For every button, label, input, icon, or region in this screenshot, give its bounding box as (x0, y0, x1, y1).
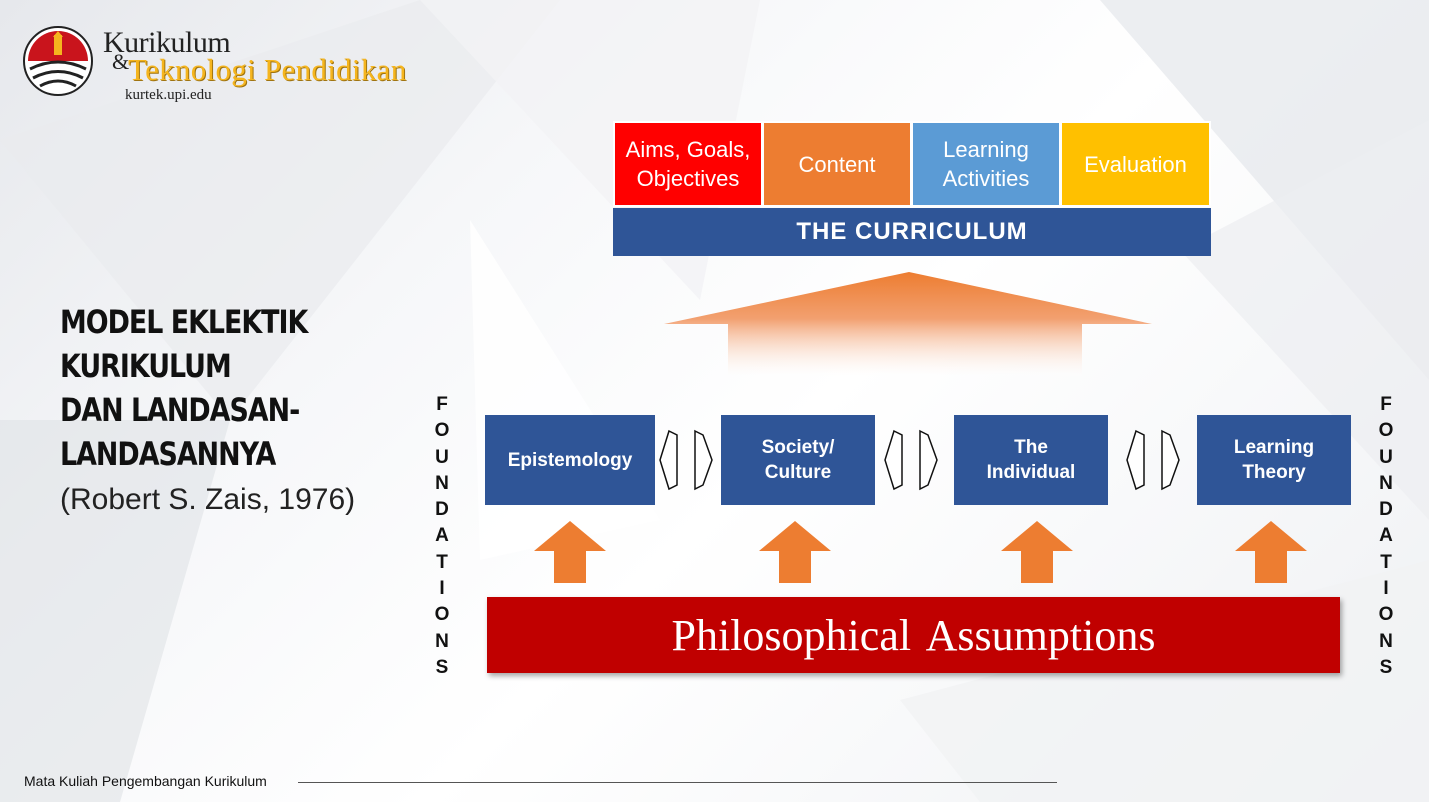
letter: F (1380, 394, 1392, 415)
logo-url: kurtek.upi.edu (125, 87, 212, 103)
up-arrow-icon (1001, 521, 1073, 583)
letter: D (1379, 499, 1393, 521)
letter: D (435, 499, 449, 521)
box-label-line1: Aims, Goals, (625, 137, 751, 162)
curriculum-box-content: Content (762, 121, 912, 207)
logo-line2: Teknologi Pendidikan (128, 52, 407, 87)
box-label-line1: The (1014, 437, 1048, 458)
title-line: MODEL EKLEKTIK (60, 303, 308, 341)
letter: A (1379, 525, 1393, 547)
letter: I (1383, 578, 1389, 600)
curriculum-box-aims: Aims, Goals, Objectives (613, 121, 763, 207)
box-label-line2: Theory (1242, 462, 1306, 483)
footer-text: Mata Kuliah Pengembangan Kurikulum (24, 773, 267, 789)
title-line: KURIKULUM (60, 347, 232, 385)
foundation-box-epistemology: Epistemology (485, 415, 655, 505)
letter: U (435, 446, 449, 468)
letter: A (435, 525, 449, 547)
box-label-line2: Activities (942, 166, 1030, 191)
letter: N (435, 630, 449, 652)
letter: N (1379, 472, 1393, 494)
letter: O (434, 604, 450, 626)
box-label-line2: Objectives (636, 166, 740, 191)
double-arrow-icon (1126, 429, 1180, 491)
footer-divider (298, 782, 1057, 783)
box-label-line1: Learning (1233, 437, 1315, 458)
letter: N (1379, 630, 1393, 652)
big-up-arrow-icon (664, 272, 1152, 376)
box-label-line1: Evaluation (1084, 151, 1187, 177)
letter: T (1380, 551, 1392, 573)
letter: T (436, 551, 448, 573)
letter: S (435, 656, 449, 678)
box-label-line1: Content (798, 151, 876, 177)
letter: O (434, 420, 450, 442)
letter: I (439, 578, 445, 600)
double-arrow-icon (659, 429, 713, 491)
title-line: DAN LANDASAN- (60, 391, 300, 429)
foundation-box-society-culture: Society/Culture (721, 415, 875, 505)
box-label-line1: Epistemology (507, 449, 633, 471)
letter: U (1379, 446, 1393, 468)
curriculum-bar: THE CURRICULUM (613, 208, 1211, 256)
up-arrow-icon (534, 521, 606, 583)
curriculum-box-evaluation: Evaluation (1060, 121, 1211, 207)
letter: F (436, 394, 448, 415)
letter: O (1378, 420, 1394, 442)
university-seal-icon (23, 26, 93, 96)
citation: (Robert S. Zais, 1976) (60, 483, 356, 516)
double-arrow-icon (884, 429, 938, 491)
slide-title: MODEL EKLEKTIK KURIKULUM DAN LANDASAN- L… (60, 300, 308, 476)
box-label-line1: Learning (943, 137, 1029, 162)
letter: O (1378, 604, 1394, 626)
letter: S (1379, 656, 1393, 678)
up-arrow-icon (1235, 521, 1307, 583)
philosophical-assumptions-bar: Philosophical Assumptions (487, 597, 1340, 673)
title-line: LANDASANNYA (60, 435, 276, 473)
logo-line1: Kurikulum (103, 26, 231, 59)
letter: N (435, 472, 449, 494)
up-arrow-icon (759, 521, 831, 583)
box-label-line1: Society/ (761, 437, 835, 458)
box-label-line2: Individual (986, 462, 1076, 483)
logo-ampersand: & (112, 49, 130, 74)
box-label-line2: Culture (764, 462, 832, 483)
